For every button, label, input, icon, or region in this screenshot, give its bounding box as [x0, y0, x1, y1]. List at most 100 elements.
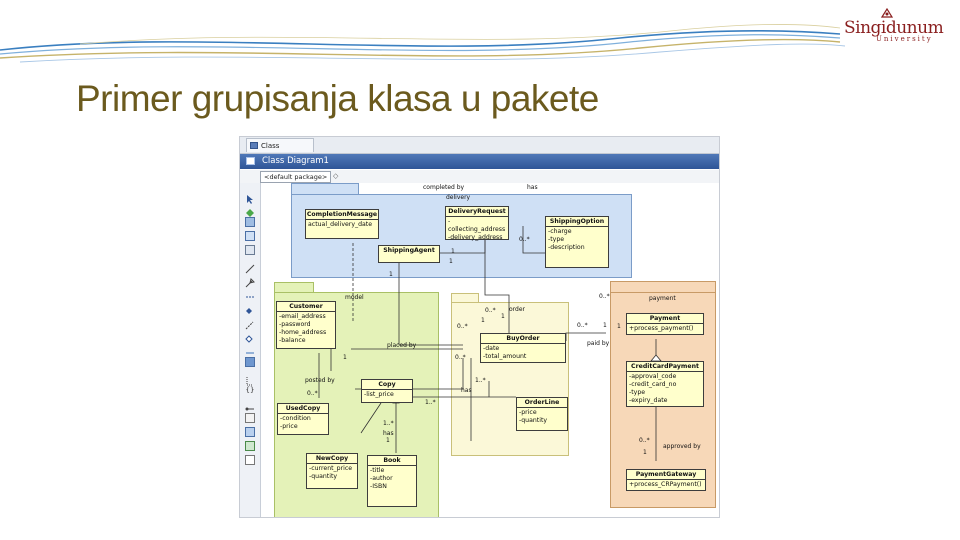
class-attribute: -quantity: [519, 417, 548, 424]
note-anchor-tool-icon[interactable]: [245, 371, 255, 386]
class-attribute: -total_amount: [483, 353, 527, 360]
class-payment[interactable]: Payment +process_payment(): [626, 313, 704, 335]
diagram-canvas[interactable]: delivery model order payment: [261, 183, 719, 517]
assoc-posted-by: posted by: [305, 377, 335, 384]
class-attribute: -type: [629, 389, 646, 396]
mult-label: 0..*: [485, 307, 496, 314]
class-attribute: -description: [548, 244, 585, 251]
class-attribute: -delivery_address: [448, 234, 503, 241]
note-tool-icon[interactable]: [245, 455, 255, 465]
class-completion-message[interactable]: CompletionMessage actual_delivery_date: [305, 209, 379, 239]
class-name: CreditCardPayment: [627, 362, 703, 372]
class-shipping-agent[interactable]: ShippingAgent: [378, 245, 440, 263]
mult-label: 0..*: [457, 323, 468, 330]
class-attribute: -type: [548, 236, 565, 243]
class-attribute: -current_price: [309, 465, 353, 472]
assoc-paid-by: paid by: [587, 340, 610, 347]
mult-label: 1..*: [383, 420, 394, 427]
class-name: OrderLine: [517, 398, 567, 408]
mult-label: 1: [389, 271, 393, 278]
class-tool-icon[interactable]: [245, 217, 255, 227]
assoc-has-book: has: [383, 430, 394, 437]
constraint-tool-icon[interactable]: [245, 399, 255, 411]
class-attribute: -date: [483, 345, 500, 352]
mult-label: 1..*: [475, 377, 486, 384]
class-attribute: -approval_code: [629, 373, 677, 380]
class-attribute: -author: [370, 475, 393, 482]
class-diagram-icon: [246, 157, 255, 165]
select-pointer-icon[interactable]: [245, 189, 255, 204]
mult-label: 0..*: [519, 236, 530, 243]
enum-tool-icon[interactable]: [245, 245, 255, 255]
editor-tab-bar: Class Diagram1: [240, 137, 719, 164]
logo-subtitle: University: [876, 35, 933, 43]
mult-label: 0..*: [577, 322, 588, 329]
package-payment-label: payment: [649, 295, 676, 302]
class-attribute: -collecting_address: [448, 218, 506, 233]
class-payment-gateway[interactable]: PaymentGateway +process_CRPayment(): [626, 469, 706, 491]
class-name: Copy: [362, 380, 412, 390]
link-tool-icon[interactable]: [245, 343, 255, 354]
braces-tool-icon[interactable]: {}: [245, 386, 255, 394]
class-attribute: -balance: [279, 337, 306, 344]
assoc-has-copy: has: [461, 387, 472, 394]
class-customer[interactable]: Customer -email_address -password -home_…: [276, 301, 336, 349]
class-order-line[interactable]: OrderLine -price -quantity: [516, 397, 568, 431]
class-attribute: -ISBN: [370, 483, 387, 490]
assoc-placed-by: placed by: [387, 342, 417, 349]
class-book[interactable]: Book -title -author -ISBN: [367, 455, 417, 507]
class-attribute: -quantity: [309, 473, 338, 480]
class-delivery-request[interactable]: DeliveryRequest -collecting_address -del…: [445, 206, 509, 241]
class-name: CompletionMessage: [306, 211, 378, 220]
mult-label: 1: [451, 248, 455, 255]
mult-label: 0..*: [599, 293, 610, 300]
assoc-has-top: has: [527, 184, 538, 191]
class-attribute: -password: [279, 321, 311, 328]
class-shipping-option[interactable]: ShippingOption -charge -type -descriptio…: [545, 216, 609, 268]
class-attribute: -condition: [280, 415, 311, 422]
class-new-copy[interactable]: NewCopy -current_price -quantity: [306, 453, 358, 489]
class-name: ShippingAgent: [383, 247, 435, 254]
tab-class-diagram[interactable]: Class Diagram1: [246, 138, 314, 164]
class-copy[interactable]: Copy -list_price: [361, 379, 413, 403]
chevron-down-icon[interactable]: ◇: [333, 172, 339, 180]
composition-tool-icon[interactable]: [245, 301, 255, 314]
class-name: DeliveryRequest: [446, 207, 508, 217]
diagram-toolbox: {}: [240, 183, 261, 517]
interface-tool-icon[interactable]: [245, 231, 255, 241]
class-attribute: actual_delivery_date: [308, 221, 373, 228]
class-used-copy[interactable]: UsedCopy -condition -price: [277, 403, 329, 435]
class-name: Payment: [627, 314, 703, 324]
package-tool-icon[interactable]: [245, 357, 255, 367]
class-attribute: +process_CRPayment(): [629, 481, 702, 488]
header-swoosh-decoration: [0, 24, 846, 63]
dependency-tool-icon[interactable]: [245, 287, 255, 298]
logo-emblem-icon: [881, 8, 893, 18]
package-model-label: model: [345, 294, 364, 301]
mult-label: 1: [449, 258, 453, 265]
class-attribute: -home_address: [279, 329, 327, 336]
diagram-icon: [250, 142, 258, 149]
mult-label: 1: [481, 317, 485, 324]
class-attribute: -charge: [548, 228, 572, 235]
class-attribute: +process_payment(): [629, 325, 694, 332]
aggregation-tool-icon[interactable]: [245, 329, 255, 343]
class-name: BuyOrder: [481, 334, 565, 344]
green-shape-tool-icon[interactable]: [245, 203, 255, 217]
class-attribute: -price: [519, 409, 537, 416]
frame-tool-icon[interactable]: [245, 441, 255, 451]
package-selector[interactable]: <default package>: [260, 171, 332, 183]
class-buy-order[interactable]: BuyOrder -date -total_amount: [480, 333, 566, 363]
class-attribute: -list_price: [364, 391, 394, 398]
generalization-tool-icon[interactable]: [245, 273, 255, 288]
logo-name: Singidunum: [844, 18, 944, 38]
mult-label: 1..*: [425, 399, 436, 406]
mult-label: 1: [501, 313, 505, 320]
package-bar: <default package> ◇: [240, 170, 719, 184]
association-tool-icon[interactable]: [245, 259, 255, 274]
text-tool-icon[interactable]: [245, 413, 255, 423]
package-order-label: order: [509, 306, 525, 313]
realization-tool-icon[interactable]: [245, 315, 255, 330]
image-tool-icon[interactable]: [245, 427, 255, 437]
class-credit-card-payment[interactable]: CreditCardPayment -approval_code -credit…: [626, 361, 704, 407]
